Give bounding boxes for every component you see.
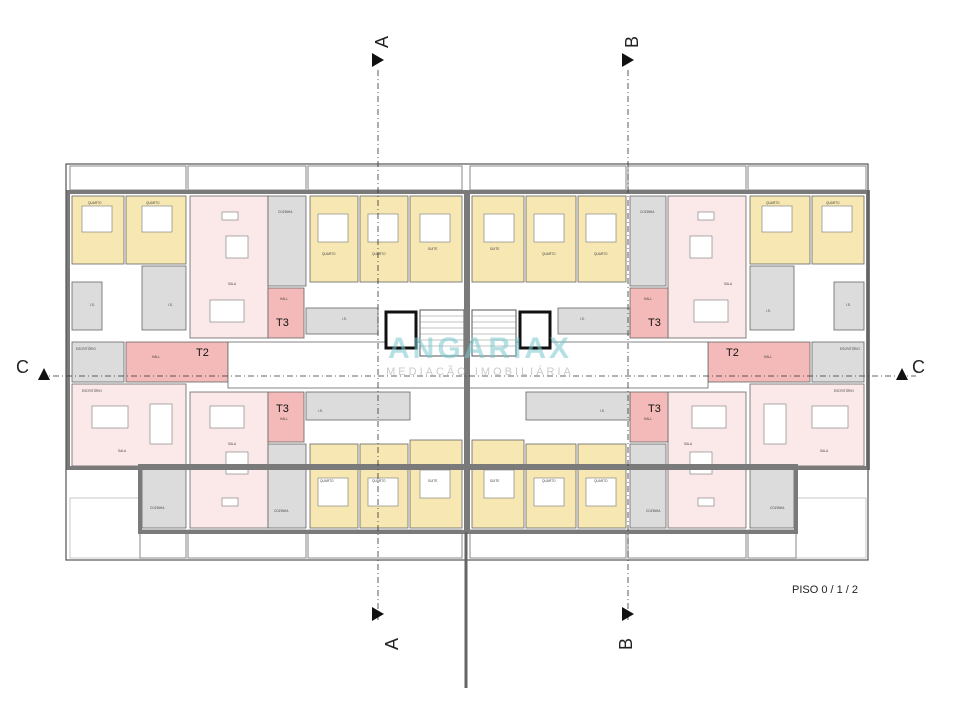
section-label-c-right: C bbox=[912, 357, 925, 377]
room-label: SALA bbox=[724, 282, 733, 286]
section-label-a-top: A bbox=[372, 36, 392, 48]
room-label: SALA bbox=[118, 449, 127, 453]
room-label: SALA bbox=[684, 442, 693, 446]
terrace-bottom-left bbox=[69, 497, 141, 559]
room-label: I.S. bbox=[766, 309, 771, 313]
room-label: QUARTO bbox=[88, 201, 102, 205]
room-label: ESCRITÓRIO bbox=[76, 346, 96, 351]
room-label: QUARTO bbox=[542, 252, 556, 256]
room-label: QUARTO bbox=[322, 252, 336, 256]
room-label: QUARTO bbox=[826, 201, 840, 205]
room-label: ESCRITÓRIO bbox=[82, 388, 102, 393]
service-rooms bbox=[71, 195, 865, 529]
room-label: SALA bbox=[820, 449, 829, 453]
room-label: COZINHA bbox=[150, 506, 165, 510]
room-label: SUITE bbox=[428, 247, 437, 251]
section-label-b-bottom: B bbox=[616, 638, 636, 650]
section-label-b-top: B bbox=[622, 36, 642, 48]
room-label: COZINHA bbox=[274, 509, 289, 513]
room-label: I.S. bbox=[168, 303, 173, 307]
unit-type-label: T2 bbox=[196, 347, 209, 359]
unit-type-label: T3 bbox=[648, 317, 661, 329]
room-label: QUARTO bbox=[320, 479, 334, 483]
room-label: ESCRITÓRIO bbox=[840, 346, 860, 351]
terrace-bottom-right bbox=[795, 497, 867, 559]
room-label: COZINHA bbox=[278, 210, 293, 214]
floor-label: PISO 0 / 1 / 2 bbox=[792, 584, 859, 596]
outer-walls bbox=[66, 190, 870, 534]
halls bbox=[125, 287, 811, 443]
room-label: COZINHA bbox=[770, 506, 785, 510]
room-label: HALL bbox=[280, 417, 288, 421]
balconies bbox=[69, 165, 867, 559]
room-label: I.S. bbox=[600, 409, 605, 413]
room-label: HALL bbox=[764, 355, 772, 359]
room-label: COZINHA bbox=[646, 509, 661, 513]
room-label: HALL bbox=[644, 297, 652, 301]
unit-type-label: T3 bbox=[648, 403, 661, 415]
room-label: SALA bbox=[228, 282, 237, 286]
section-label-a-bottom: A bbox=[382, 638, 402, 650]
room-label: SUITE bbox=[490, 479, 499, 483]
room-label: QUARTO bbox=[766, 201, 780, 205]
room-label: I.S. bbox=[846, 303, 851, 307]
room-label: HALL bbox=[152, 355, 160, 359]
section-arrows bbox=[38, 53, 908, 621]
bedrooms bbox=[71, 195, 865, 529]
room-label: I.S. bbox=[342, 317, 347, 321]
stair-cores bbox=[384, 309, 552, 357]
room-label: SUITE bbox=[490, 247, 499, 251]
unit-type-label: T2 bbox=[726, 347, 739, 359]
room-label: QUARTO bbox=[594, 479, 608, 483]
room-label: QUARTO bbox=[542, 479, 556, 483]
unit-type-label: T3 bbox=[276, 403, 289, 415]
room-label: I.S. bbox=[318, 409, 323, 413]
unit-type-label: T3 bbox=[276, 317, 289, 329]
room-label: QUARTO bbox=[372, 252, 386, 256]
section-label-c-left: C bbox=[16, 357, 29, 377]
room-label: HALL bbox=[280, 297, 288, 301]
section-lines bbox=[40, 70, 916, 620]
furniture bbox=[81, 205, 853, 507]
room-label: COZINHA bbox=[640, 210, 655, 214]
room-label: HALL bbox=[644, 417, 652, 421]
room-label: QUARTO bbox=[372, 479, 386, 483]
room-label: QUARTO bbox=[594, 252, 608, 256]
room-label: I.S. bbox=[580, 317, 585, 321]
room-label: SALA bbox=[228, 442, 237, 446]
room-label: ESCRITÓRIO bbox=[834, 388, 854, 393]
room-label: QUARTO bbox=[146, 201, 160, 205]
room-label: SUITE bbox=[428, 479, 437, 483]
room-label: I.S. bbox=[90, 303, 95, 307]
